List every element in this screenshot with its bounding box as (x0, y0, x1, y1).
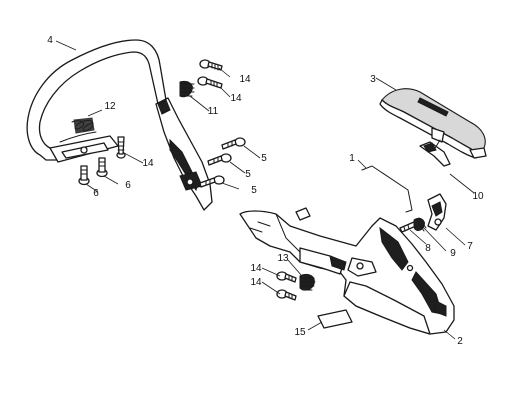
callout-11: 11 (208, 106, 219, 117)
screw-14-top-a (199, 59, 223, 71)
label-plate-15 (317, 309, 353, 329)
screw-6-a (78, 165, 90, 186)
screw-14-bottom-b (276, 289, 297, 301)
callout-15: 15 (294, 327, 306, 338)
callout-6b: 6 (125, 180, 131, 191)
handle-bracket (155, 97, 213, 211)
screw-14-handle (116, 136, 126, 159)
callout-14e: 14 (250, 277, 262, 288)
callout-3: 3 (370, 74, 376, 85)
callout-8: 8 (425, 243, 431, 254)
callout-14b: 14 (230, 93, 242, 104)
callout-6a: 6 (93, 188, 99, 199)
callout-13: 13 (277, 253, 289, 264)
brake-housing (239, 207, 455, 335)
callout-5c: 5 (251, 185, 257, 196)
callout-14a: 14 (239, 74, 251, 85)
latch-7 (427, 193, 447, 231)
leader-lines (55, 40, 475, 340)
screw-5-c (199, 175, 225, 188)
callout-14c: 14 (142, 158, 154, 169)
screw-14-bottom-a (276, 271, 297, 283)
callout-9: 9 (450, 248, 456, 259)
callout-5a: 5 (261, 153, 267, 164)
callout-10: 10 (472, 191, 484, 202)
callout-2: 2 (457, 336, 463, 347)
callout-5b: 5 (245, 169, 251, 180)
callout-labels: 4 12 3 14 14 11 5 5 5 14 6 6 1 10 7 8 9 … (47, 35, 484, 347)
lever-10 (419, 139, 451, 167)
spring-9 (413, 217, 427, 232)
screw-14-top-b (197, 76, 223, 89)
screw-5-b (207, 153, 232, 166)
callout-14d: 14 (250, 263, 262, 274)
screw-5-a (221, 137, 246, 150)
rod-1 (361, 165, 413, 213)
handle-spring (71, 117, 95, 134)
top-cover (379, 88, 487, 159)
front-handle-bar (26, 39, 167, 163)
callout-12: 12 (104, 101, 116, 112)
callout-1: 1 (349, 153, 355, 164)
spring-11 (179, 81, 195, 98)
callout-4: 4 (47, 35, 53, 46)
callout-7: 7 (467, 241, 473, 252)
spring-13 (299, 273, 316, 291)
screw-6-b (96, 157, 108, 178)
